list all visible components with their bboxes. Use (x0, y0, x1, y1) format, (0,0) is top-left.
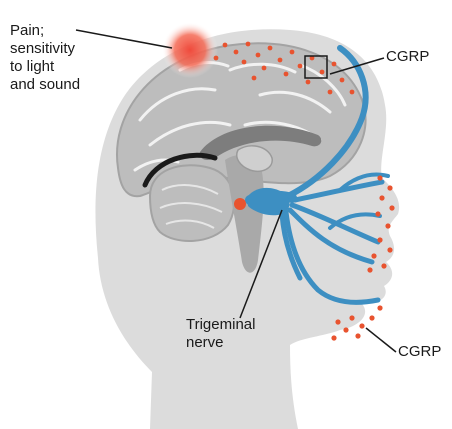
pain-label: Pain; sensitivity to light and sound (10, 22, 130, 94)
pain-glow-icon (162, 22, 218, 78)
trigeminal-nerve-label: Trigeminal nerve (186, 316, 255, 352)
brainstem-spot (234, 198, 246, 210)
cgrp-bottom-label: CGRP (398, 343, 441, 361)
cgrp-top-label: CGRP (386, 48, 429, 66)
